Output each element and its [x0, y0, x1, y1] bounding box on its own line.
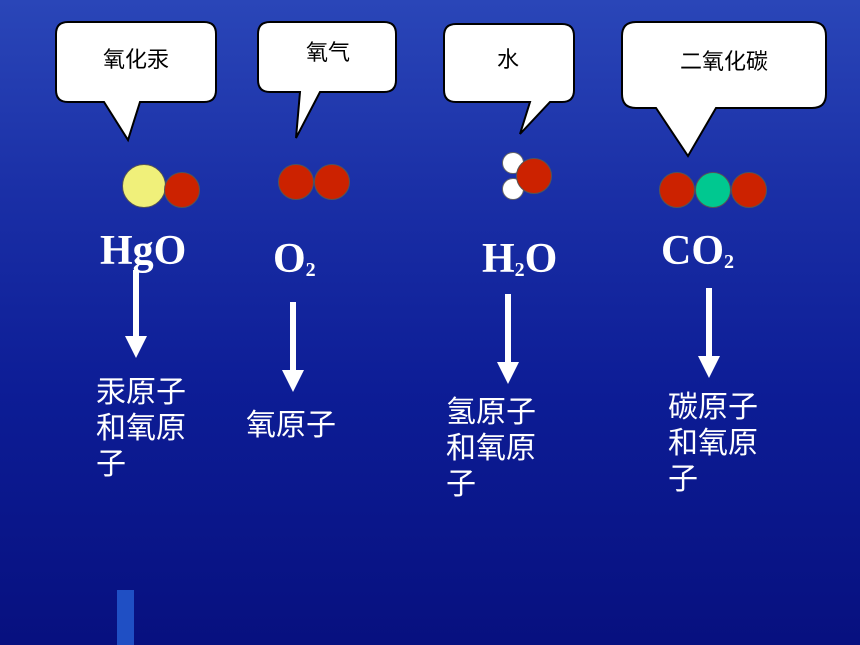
- formula-main: O: [273, 236, 306, 282]
- description-o2: 氧原子: [246, 408, 336, 443]
- description-hgo: 汞原子和氧原子: [96, 375, 186, 482]
- callout-h2o: [443, 23, 575, 135]
- formula-main: H: [482, 236, 515, 282]
- formula-co2: CO2: [661, 230, 734, 272]
- atom-oxygen: [659, 172, 695, 208]
- atom-oxygen: [278, 164, 314, 200]
- formula-h2o: H2O: [482, 238, 557, 280]
- decorative-bar: [117, 590, 134, 645]
- atom-oxygen: [731, 172, 767, 208]
- callout-o2: [257, 21, 397, 139]
- atom-oxygen: [516, 158, 552, 194]
- formula-o2: O2: [273, 238, 316, 280]
- description-co2: 碳原子和氧原子: [668, 390, 758, 497]
- callout-text-hgo: 氧化汞: [102, 48, 169, 73]
- description-h2o: 氢原子和氧原子: [446, 395, 536, 502]
- callout-text-h2o: 水: [496, 48, 519, 73]
- atom-oxygen: [164, 172, 200, 208]
- formula-subscript: 2: [724, 251, 734, 273]
- atom-carbon: [695, 172, 731, 208]
- formula-main: CO: [661, 228, 724, 274]
- formula-subscript: 2: [514, 259, 525, 281]
- formula-subscript: 2: [305, 259, 316, 281]
- callout-text-o2: 氧气: [305, 41, 350, 66]
- callout-text-co2: 二氧化碳: [679, 50, 768, 75]
- formula-hgo: HgO: [100, 230, 186, 272]
- atom-mercury: [122, 164, 166, 208]
- callout-hgo: [55, 21, 217, 143]
- callout-co2: [621, 21, 827, 158]
- formula-tail: O: [524, 236, 558, 282]
- formula-main: HgO: [100, 228, 187, 274]
- atom-oxygen: [314, 164, 350, 200]
